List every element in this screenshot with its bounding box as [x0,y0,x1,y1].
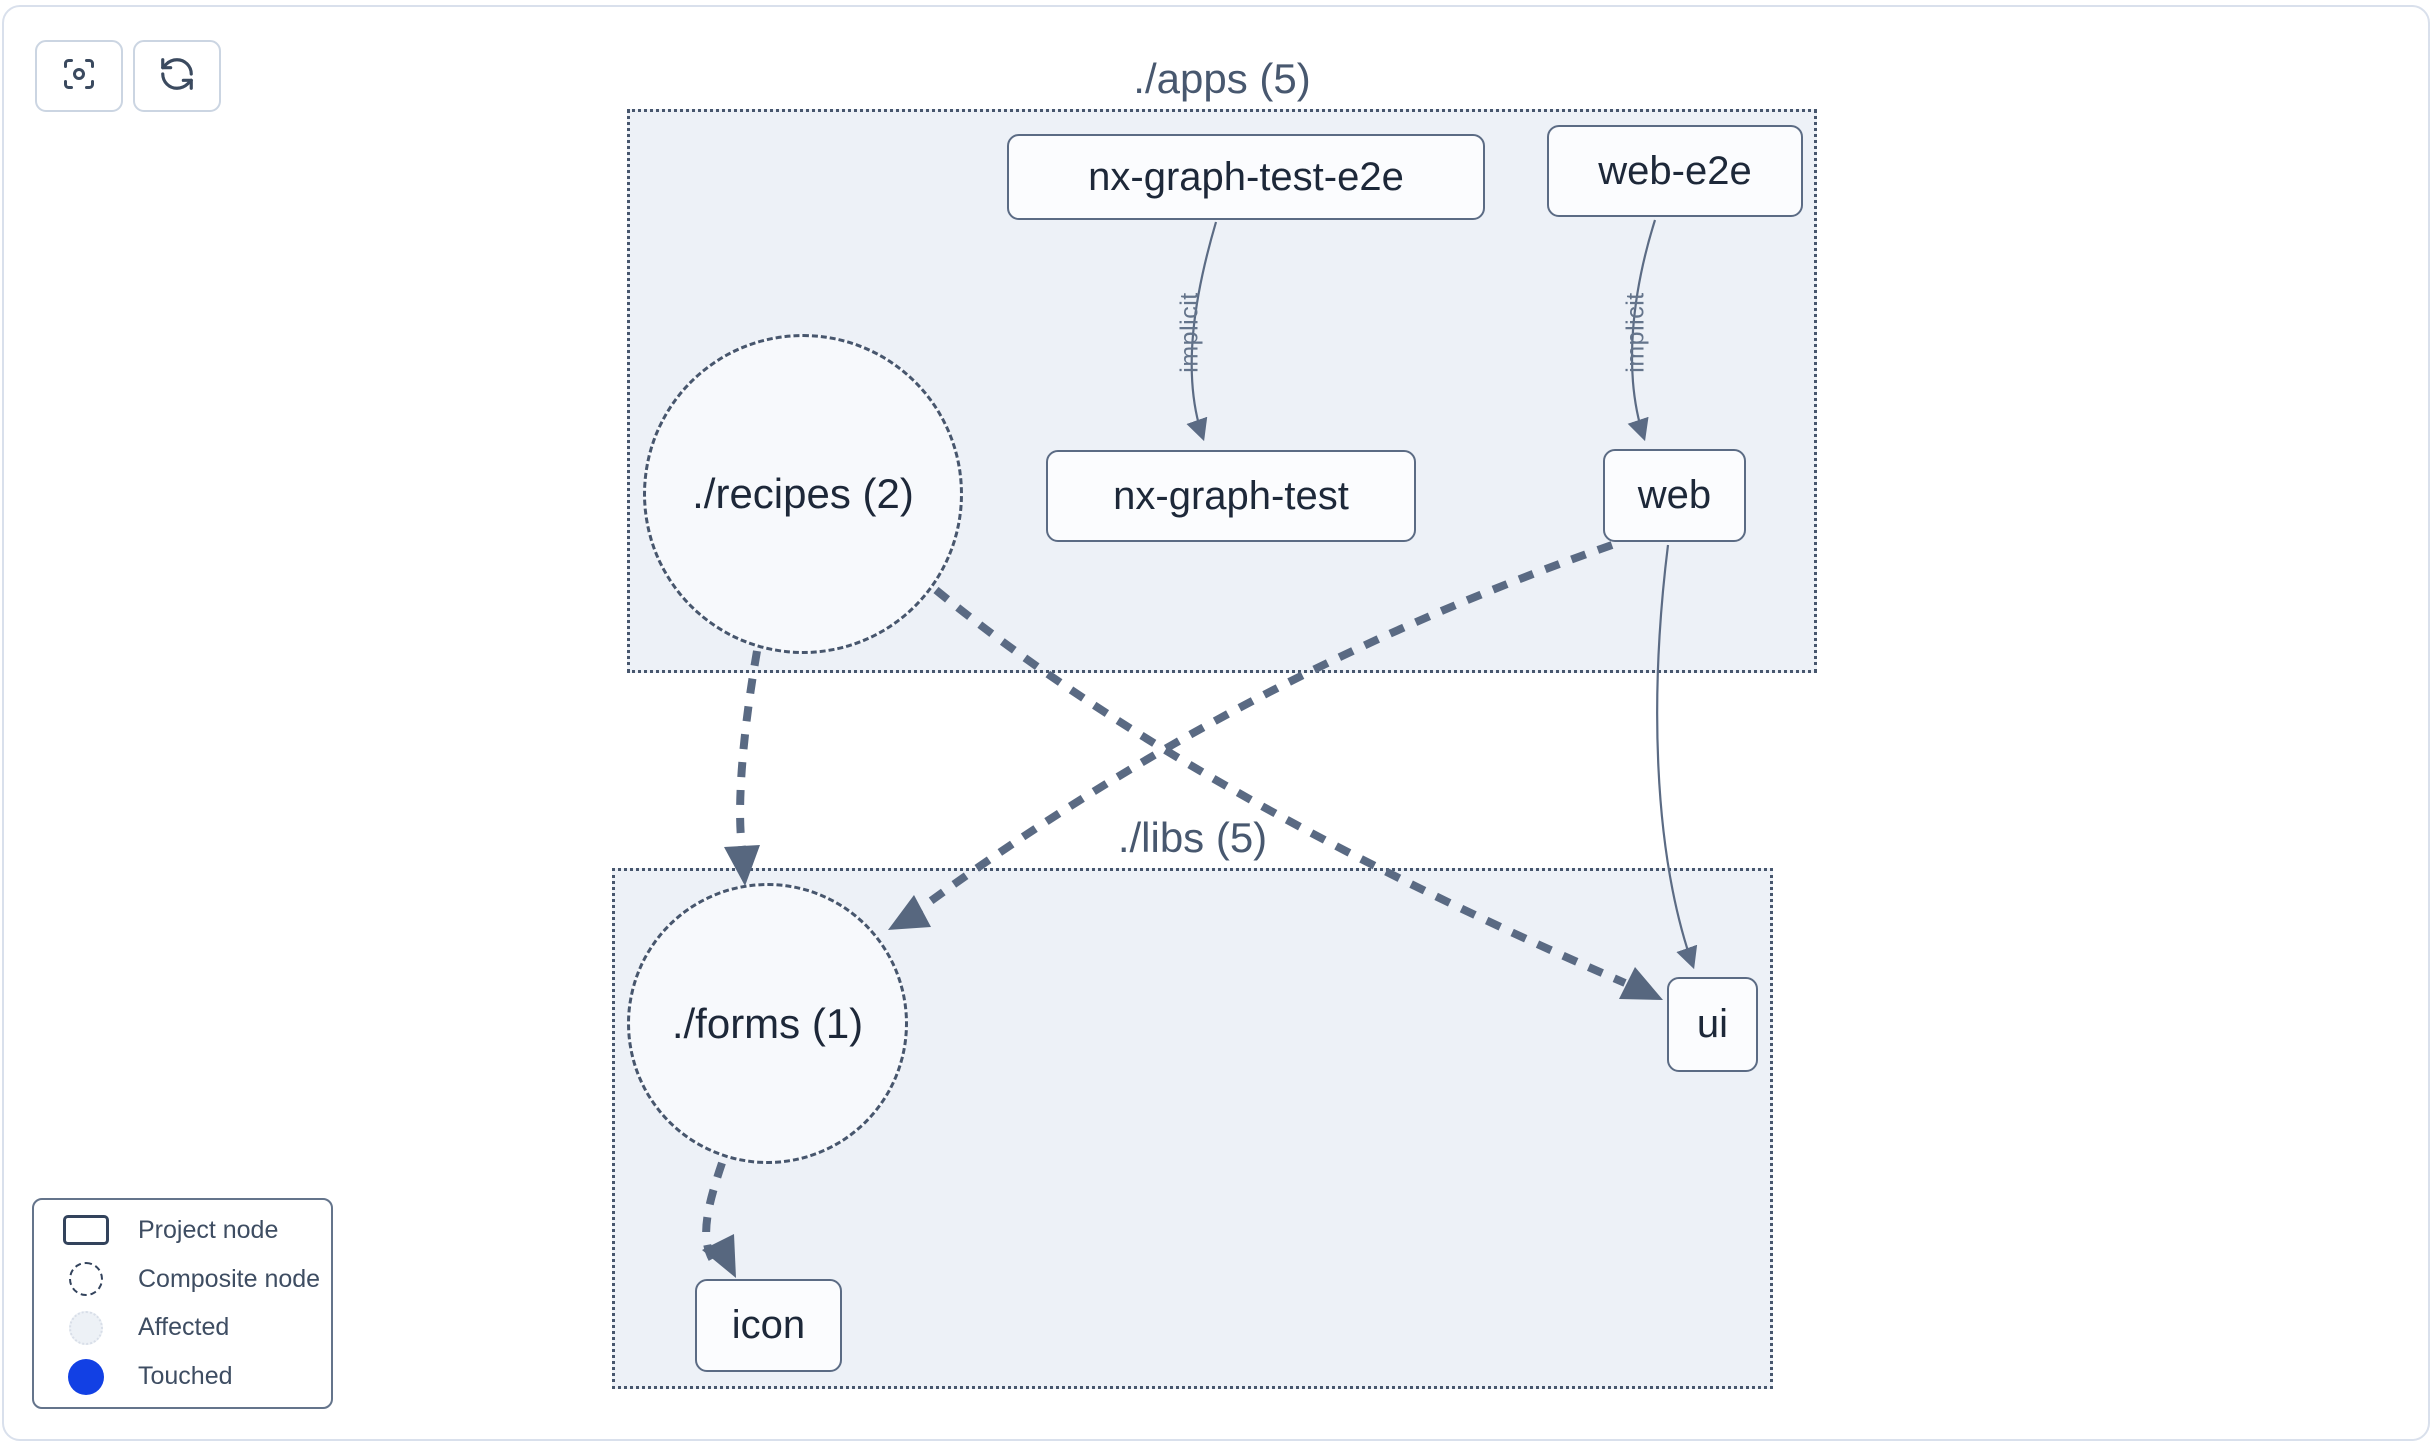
project-node-swatch [34,1215,138,1246]
node-web-e2e-label: web-e2e [1598,148,1752,193]
node-nx-graph-test[interactable]: nx-graph-test [1046,450,1416,542]
legend-label: Composite node [138,1264,321,1293]
legend-row-project: Project node [34,1206,331,1255]
composite-node-forms-label: ./forms (1) [671,999,864,1047]
focus-icon [61,56,97,97]
arrowhead-forms-icon [702,1234,736,1278]
legend-row-affected: Affected [34,1304,331,1353]
edge-label-implicit-left: implicit [1175,292,1204,373]
node-icon-label: icon [731,1303,806,1347]
composite-node-forms[interactable]: ./forms (1) [627,883,908,1164]
edge-web-ui [1656,544,1698,970]
arrowhead-recipes-forms [724,845,760,886]
legend-label: Project node [138,1215,279,1244]
cluster-apps-title: ./apps (5) [1133,55,1311,102]
node-nx-graph-test-label: nx-graph-test [1113,473,1349,518]
focus-button[interactable] [35,40,123,112]
legend-row-composite: Composite node [34,1255,331,1304]
arrowhead-recipes-ui [1619,967,1663,1000]
node-nx-graph-test-e2e[interactable]: nx-graph-test-e2e [1007,134,1485,220]
node-ui[interactable]: ui [1667,977,1758,1072]
node-icon[interactable]: icon [695,1279,842,1372]
composite-node-recipes[interactable]: ./recipes (2) [643,334,963,654]
node-web-label: web [1637,473,1712,517]
node-ui-label: ui [1696,1002,1729,1046]
affected-swatch [34,1310,138,1345]
edge-implicit-web [1627,219,1657,442]
edge-web-forms [902,541,1614,924]
refresh-button[interactable] [133,40,221,112]
arrowhead-web-forms [888,895,931,930]
composite-node-swatch [34,1262,138,1297]
node-nx-graph-test-e2e-label: nx-graph-test-e2e [1088,154,1404,199]
legend-label: Touched [138,1362,233,1391]
node-web[interactable]: web [1603,449,1746,542]
composite-node-recipes-label: ./recipes (2) [692,470,914,517]
touched-swatch [34,1358,138,1395]
edge-implicit-nx-graph-test [1186,221,1218,442]
refresh-icon [158,55,196,98]
legend: Project node Composite node Affected Tou… [32,1198,333,1409]
node-web-e2e[interactable]: web-e2e [1547,125,1803,217]
cluster-libs-title: ./libs (5) [1117,814,1268,861]
legend-label: Affected [138,1313,230,1342]
edge-label-implicit-right: implicit [1621,292,1650,373]
edge-recipes-ui [933,586,1627,987]
legend-row-touched: Touched [34,1352,331,1401]
edge-recipes-forms [736,650,761,849]
